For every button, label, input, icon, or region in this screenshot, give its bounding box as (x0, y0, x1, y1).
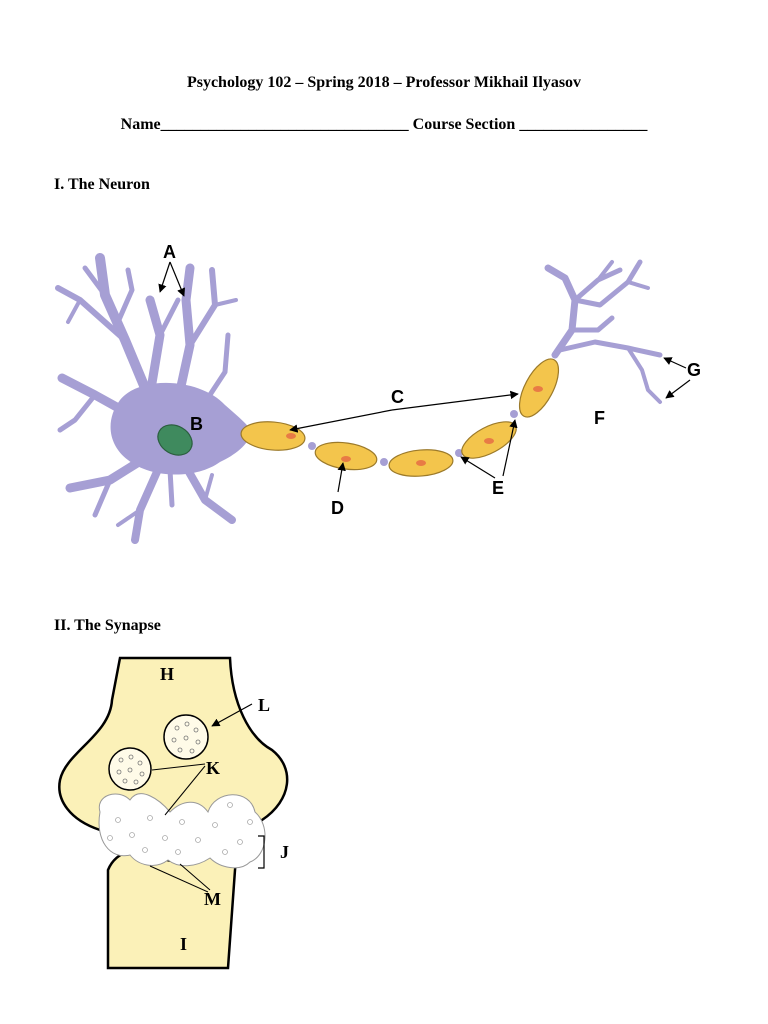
synaptic-vesicle (163, 714, 209, 760)
worksheet-title: Psychology 102 – Spring 2018 – Professor… (186, 74, 582, 91)
label-f: F (594, 408, 605, 428)
label-c: C (391, 387, 404, 407)
name-line: Name_______________________________ Cour… (0, 116, 768, 134)
synapse-diagram: H I J K L M (58, 656, 289, 970)
myelin-sheaths (240, 358, 560, 477)
myelin-sheath (518, 358, 560, 418)
myelin-sheath (461, 421, 517, 459)
node-of-ranvier (308, 442, 316, 450)
myelin-sheath (240, 421, 306, 451)
axon-terminals (544, 259, 663, 404)
label-h: H (160, 664, 174, 684)
synaptic-vesicle (108, 747, 152, 791)
label-m: M (204, 889, 221, 909)
label-e: E (492, 478, 504, 498)
label-g: G (687, 360, 701, 380)
node-of-ranvier (380, 458, 388, 466)
course-section-blank[interactable]: ________________ (519, 116, 648, 133)
label-a: A (163, 242, 176, 262)
section-heading-neuron: I. The Neuron (54, 176, 150, 193)
node-of-ranvier (455, 449, 463, 457)
nucleus (157, 424, 193, 456)
label-i: I (180, 934, 187, 954)
name-label: Name (120, 116, 161, 133)
synaptic-cleft (98, 793, 266, 869)
course-section-label: Course Section (412, 116, 516, 133)
myelin-sheath (388, 449, 454, 477)
label-l: L (258, 695, 270, 715)
myelin-sheath (314, 441, 378, 471)
node-of-ranvier (510, 410, 518, 418)
name-blank[interactable]: _______________________________ (160, 116, 409, 133)
label-b: B (190, 414, 203, 434)
neuron-diagram: A B C D E F G (55, 242, 701, 544)
label-j: J (280, 842, 289, 862)
label-d: D (331, 498, 344, 518)
section-heading-synapse: II. The Synapse (54, 617, 161, 634)
label-k: K (206, 758, 220, 778)
cleft-dots (107, 802, 253, 855)
